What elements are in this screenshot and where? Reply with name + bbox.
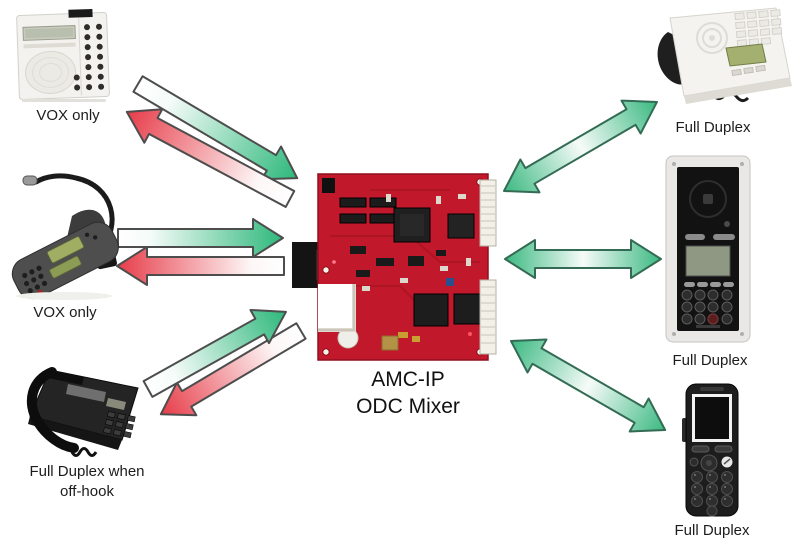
label-top-left-device: VOX only: [36, 107, 100, 124]
keypad: [22, 232, 98, 294]
label-middle-left-device: VOX only: [33, 304, 97, 321]
arrow-top-right-double: [503, 99, 658, 194]
phone-keys: [103, 411, 136, 439]
handset-keypad: [691, 471, 733, 517]
label-top-right-device: Full Duplex: [675, 119, 751, 136]
door-station-keypad: [681, 289, 733, 325]
label-bottom-right-device: Full Duplex: [674, 522, 750, 539]
handset-cord: [70, 447, 98, 457]
mixer-label: AMC-IP ODC Mixer: [356, 368, 460, 418]
keypad: [734, 9, 783, 47]
station-keypad: [73, 23, 105, 91]
door-station-softkeys: [684, 282, 734, 287]
arrow-top-left-green: [132, 75, 299, 181]
lcd-display: [46, 235, 85, 264]
lcd-display: [725, 43, 767, 67]
handheld-phone-image: [670, 380, 754, 520]
arrow-middle-right-double: [504, 239, 662, 279]
intercom-station-image: [12, 6, 114, 106]
desk-telephone-image: [16, 358, 144, 464]
gooseneck-phone-image: [4, 168, 130, 302]
station-display-window: [68, 8, 93, 18]
door-station-image: [660, 152, 756, 348]
board-right-connectors: [479, 179, 497, 355]
speaker-grille: [696, 22, 728, 54]
label-middle-right-device: Full Duplex: [672, 352, 748, 369]
handset: [26, 367, 79, 453]
door-station-speaker: [689, 180, 727, 218]
amc-ip-odc-mixer-board-image: [290, 166, 504, 366]
arrow-middle-left-red: [116, 246, 285, 286]
microphone-tip: [22, 175, 38, 186]
arrow-bottom-right-double: [510, 338, 667, 433]
door-station-display: [685, 245, 731, 277]
arrow-middle-left-green: [117, 218, 284, 258]
arrow-bottom-left-green: [142, 308, 287, 398]
arrow-top-left-red: [125, 108, 296, 208]
desk-phone-image: [634, 2, 794, 116]
label-bottom-left-device: Full Duplex when off-hook: [29, 463, 145, 500]
phone-display: [66, 384, 106, 402]
arrow-bottom-left-red: [159, 322, 307, 417]
